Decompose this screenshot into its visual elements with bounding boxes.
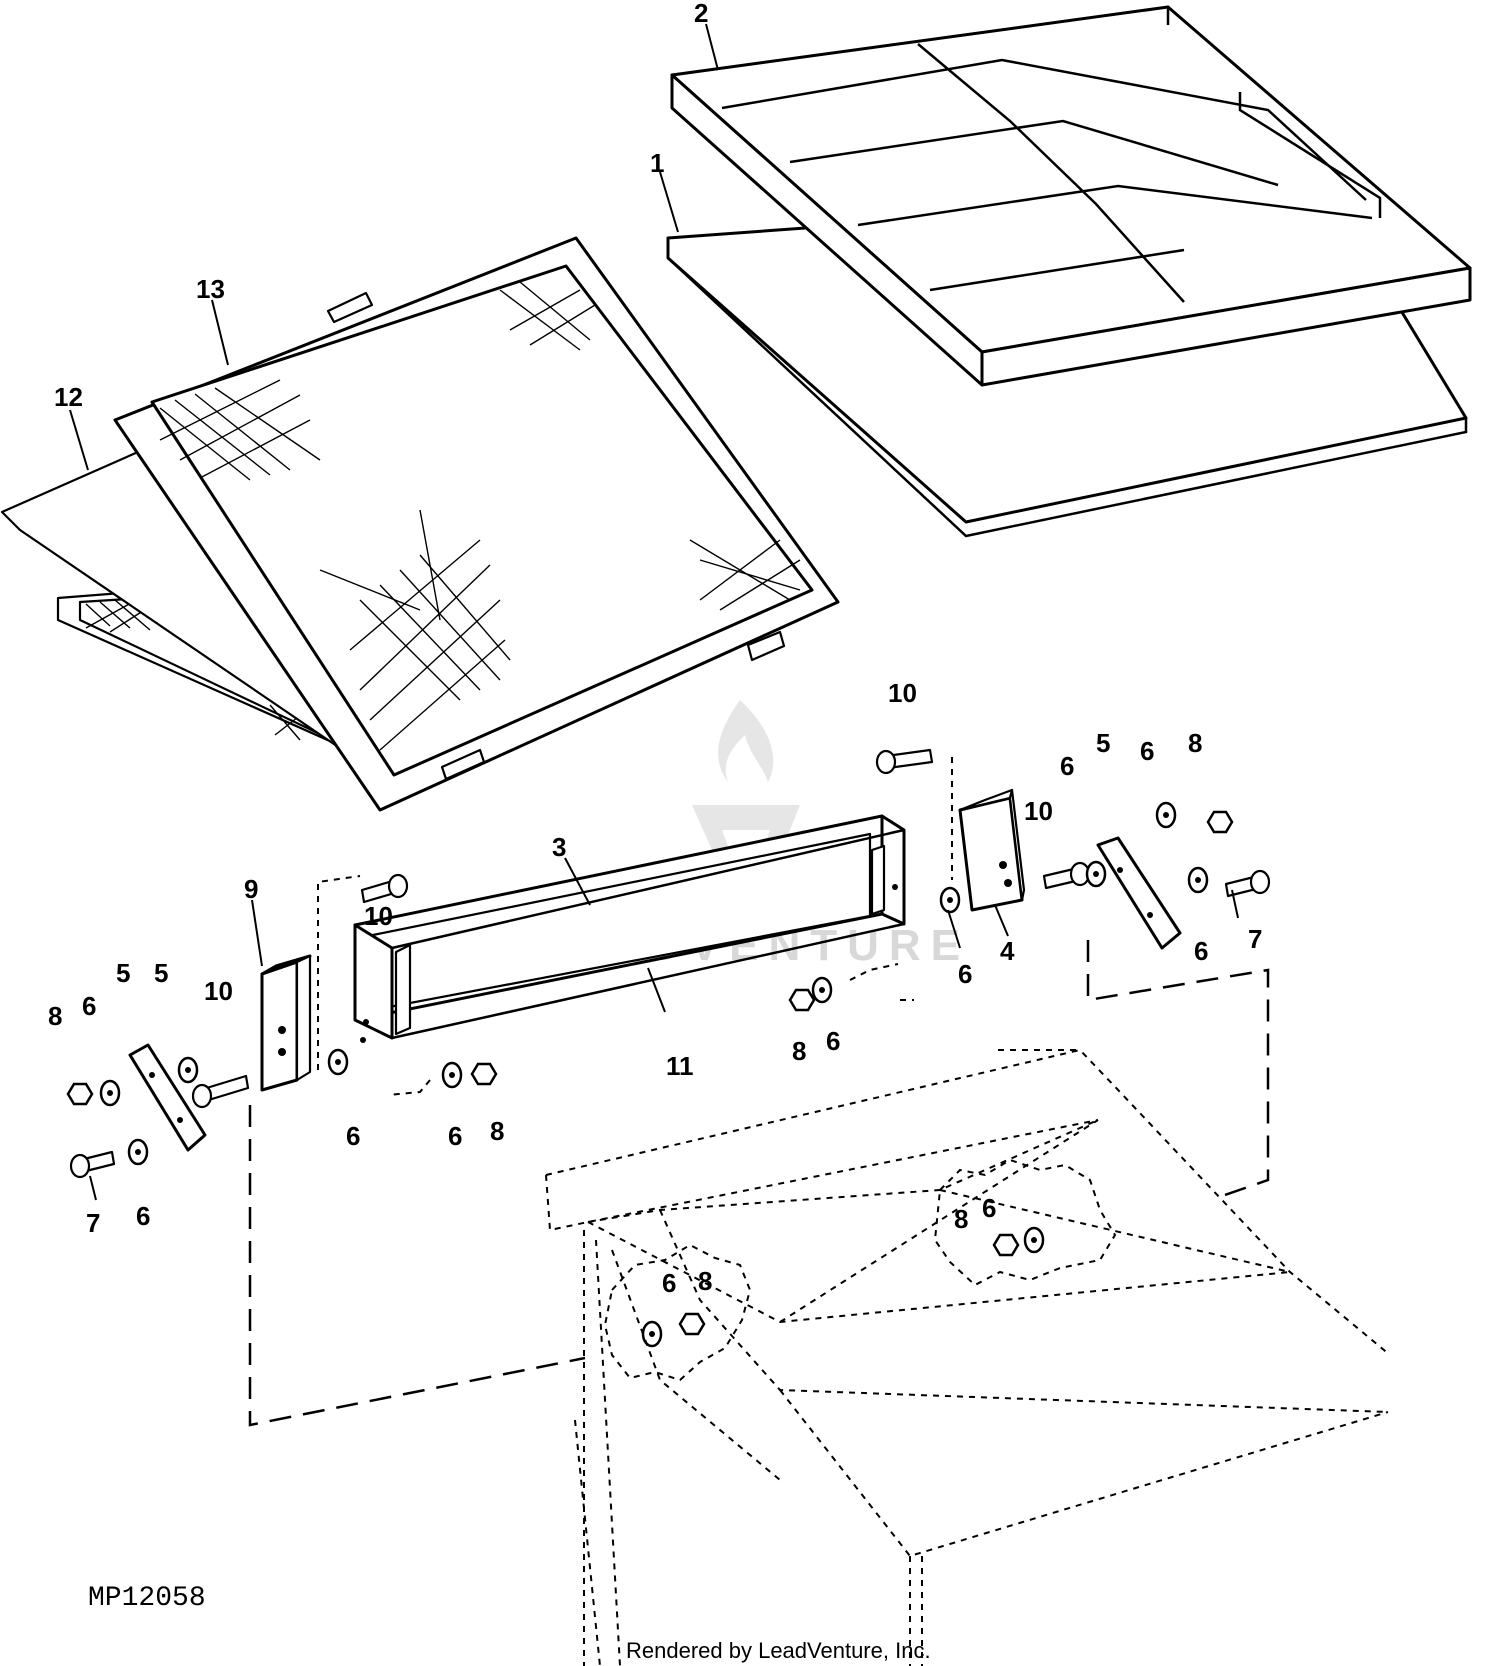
part-2-divided-tray <box>670 5 1472 387</box>
callout-7-left: 7 <box>86 1208 100 1238</box>
callout-8-left: 8 <box>48 1001 62 1031</box>
callout-6-right-c: 6 <box>1194 936 1208 966</box>
callout-5-right: 5 <box>1096 728 1110 758</box>
callout-6-channel-left: 6 <box>346 1121 360 1151</box>
callout-3: 3 <box>552 832 566 862</box>
part-9-left-bracket <box>260 954 312 1092</box>
callout-8-right: 8 <box>1188 728 1202 758</box>
assembly-lines <box>248 757 1270 1427</box>
callout-6-channel-right: 6 <box>826 1026 840 1056</box>
bolt-10-left-top <box>360 873 409 904</box>
callout-6-hopper-right: 6 <box>982 1193 996 1223</box>
bolt-10-upper <box>875 748 934 775</box>
bolt-7-left <box>69 1150 116 1179</box>
part-5-left-plate <box>128 1043 207 1152</box>
cutout-left <box>603 1243 752 1382</box>
callout-8-channel-right: 8 <box>792 1036 806 1066</box>
callout-5-left-a: 5 <box>116 958 130 988</box>
part-5-right-plate <box>1096 836 1182 950</box>
callout-8-channel: 8 <box>490 1116 504 1146</box>
washers-part-6 <box>99 801 1209 1348</box>
callout-10-right-mid: 10 <box>1024 796 1053 826</box>
callout-11: 11 <box>666 1051 694 1081</box>
bolt-10-right-mid <box>1042 861 1091 890</box>
bolt-10-left-mid <box>191 1074 250 1109</box>
callout-10-left-mid: 10 <box>204 976 233 1006</box>
part-4-right-bracket <box>958 788 1026 912</box>
callout-2: 2 <box>694 0 708 28</box>
callout-13: 13 <box>196 274 225 304</box>
cutout-right <box>933 1158 1117 1287</box>
upper-screen-mesh <box>159 281 801 751</box>
callout-8-hopper-left: 8 <box>698 1266 712 1296</box>
callout-leaders <box>69 23 1239 1201</box>
callout-10-upper: 10 <box>888 678 917 708</box>
callout-6-channel-bottom: 6 <box>448 1121 462 1151</box>
nuts-part-8 <box>66 810 1234 1336</box>
render-credit: Rendered by LeadVenture, Inc. <box>626 1638 931 1663</box>
callout-6-left-top: 6 <box>82 991 96 1021</box>
callout-6-right-b: 6 <box>1140 736 1154 766</box>
callout-5-left-b: 5 <box>154 958 168 988</box>
screen-handle-bottom <box>440 748 486 781</box>
callout-9: 9 <box>244 874 258 904</box>
callout-4: 4 <box>1000 936 1015 966</box>
drawing-code: MP12058 <box>88 1583 206 1614</box>
screen-handle-right <box>746 630 786 662</box>
hopper-outline <box>545 1048 1391 1666</box>
part-13-upper-screen <box>113 236 840 812</box>
callout-6-bracket: 6 <box>958 959 972 989</box>
screen-handle-top <box>326 291 374 324</box>
callout-10-channel: 10 <box>364 901 393 931</box>
callout-6-hopper-left: 6 <box>662 1268 676 1298</box>
callout-6-right-a: 6 <box>1060 751 1074 781</box>
callout-7-right: 7 <box>1248 924 1262 954</box>
bolt-7-right <box>1224 869 1271 898</box>
callout-12: 12 <box>54 382 83 412</box>
part-3-11-channel <box>353 814 906 1043</box>
callout-8-hopper-right: 8 <box>954 1204 968 1234</box>
flame-logo-shape <box>718 700 774 782</box>
callout-6-left-bottom: 6 <box>136 1201 150 1231</box>
callout-1: 1 <box>650 148 664 178</box>
